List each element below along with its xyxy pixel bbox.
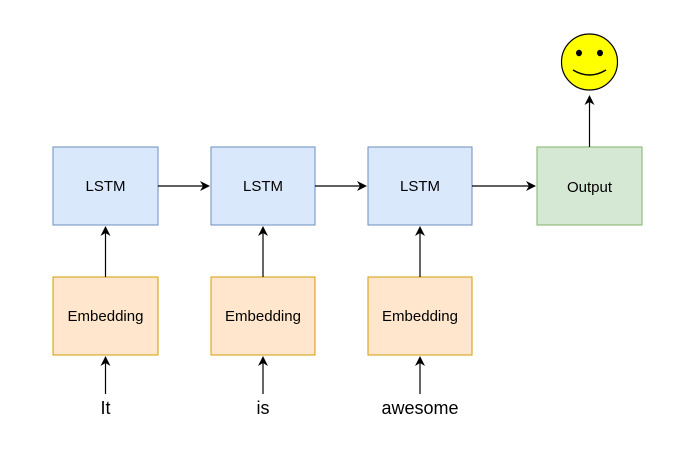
embedding-box-3: Embedding bbox=[367, 276, 473, 356]
embedding-box-1: Embedding bbox=[52, 276, 159, 356]
lstm-cell-2-label: LSTM bbox=[243, 178, 283, 195]
lstm-cell-1-label: LSTM bbox=[85, 178, 125, 195]
embedding-1-label: Embedding bbox=[68, 308, 144, 325]
lstm-cell-2: LSTM bbox=[210, 146, 316, 226]
embedding-2-label: Embedding bbox=[225, 308, 301, 325]
lstm-cell-1: LSTM bbox=[52, 146, 159, 226]
input-word-1: It bbox=[100, 398, 110, 418]
input-word-2: is bbox=[257, 398, 270, 418]
input-word-3: awesome bbox=[381, 398, 458, 418]
output-box: Output bbox=[536, 146, 643, 226]
lstm-cell-3: LSTM bbox=[367, 146, 473, 226]
embedding-3-label: Embedding bbox=[382, 308, 458, 325]
smiley-face-icon bbox=[560, 33, 619, 91]
lstm-cell-3-label: LSTM bbox=[400, 178, 440, 195]
output-label: Output bbox=[567, 179, 613, 196]
embedding-box-2: Embedding bbox=[210, 276, 316, 356]
